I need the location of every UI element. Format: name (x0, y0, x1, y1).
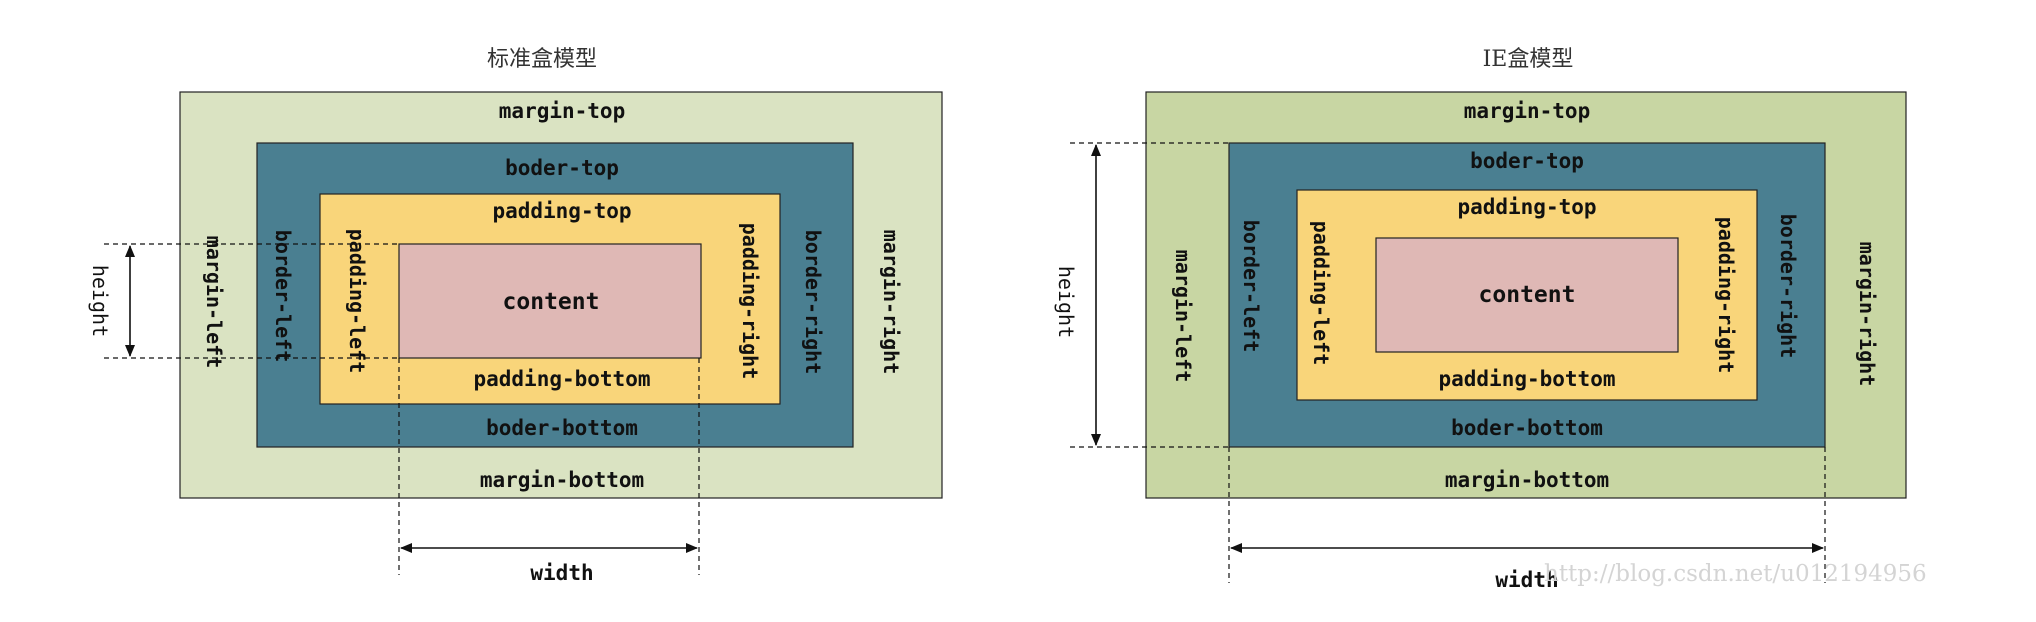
standard-box-model: 标准盒模型 margin-top margin-bottom boder-top… (88, 47, 943, 585)
ie-padding-top-label: padding-top (1457, 195, 1596, 219)
ie-box-model: IE盒模型 margin-top margin-bottom boder-top… (1054, 47, 1907, 592)
ie-border-right-label: border-right (1776, 214, 1800, 359)
ie-border-top-label: boder-top (1470, 149, 1584, 173)
standard-margin-bottom-label: margin-bottom (480, 468, 644, 492)
ie-margin-left-label: margin-left (1171, 250, 1195, 382)
ie-padding-bottom-label: padding-bottom (1438, 367, 1615, 391)
ie-title: IE盒模型 (1483, 47, 1574, 72)
standard-padding-right-label: padding-right (738, 223, 762, 380)
standard-margin-left-label: margin-left (202, 236, 226, 368)
standard-padding-top-label: padding-top (492, 199, 631, 223)
standard-width-label: width (530, 561, 593, 585)
standard-border-top-label: boder-top (505, 156, 619, 180)
standard-padding-left-label: padding-left (345, 229, 369, 374)
watermark: http://blog.csdn.net/u012194956 (1544, 561, 1927, 587)
ie-height-label: height (1054, 266, 1078, 338)
standard-border-left-label: border-left (271, 230, 295, 362)
ie-margin-top-label: margin-top (1464, 99, 1590, 123)
ie-margin-bottom-label: margin-bottom (1445, 468, 1609, 492)
ie-content-area (1375, 237, 1679, 353)
ie-margin-right-label: margin-right (1855, 242, 1879, 387)
standard-border-right-label: border-right (801, 230, 825, 375)
ie-border-left-label: border-left (1239, 220, 1263, 352)
standard-margin-right-label: margin-right (879, 230, 903, 375)
standard-padding-bottom-label: padding-bottom (473, 367, 650, 391)
standard-content-area (398, 243, 702, 359)
standard-title: 标准盒模型 (487, 47, 597, 72)
standard-content-label: content (503, 289, 600, 315)
ie-padding-left-label: padding-left (1309, 221, 1333, 366)
standard-height-label: height (88, 265, 112, 337)
standard-margin-top-label: margin-top (499, 99, 625, 123)
ie-width-label: width (1495, 568, 1558, 592)
ie-content-label: content (1479, 282, 1576, 308)
ie-border-bottom-label: boder-bottom (1451, 416, 1603, 440)
ie-padding-right-label: padding-right (1714, 217, 1738, 374)
standard-border-bottom-label: boder-bottom (486, 416, 638, 440)
